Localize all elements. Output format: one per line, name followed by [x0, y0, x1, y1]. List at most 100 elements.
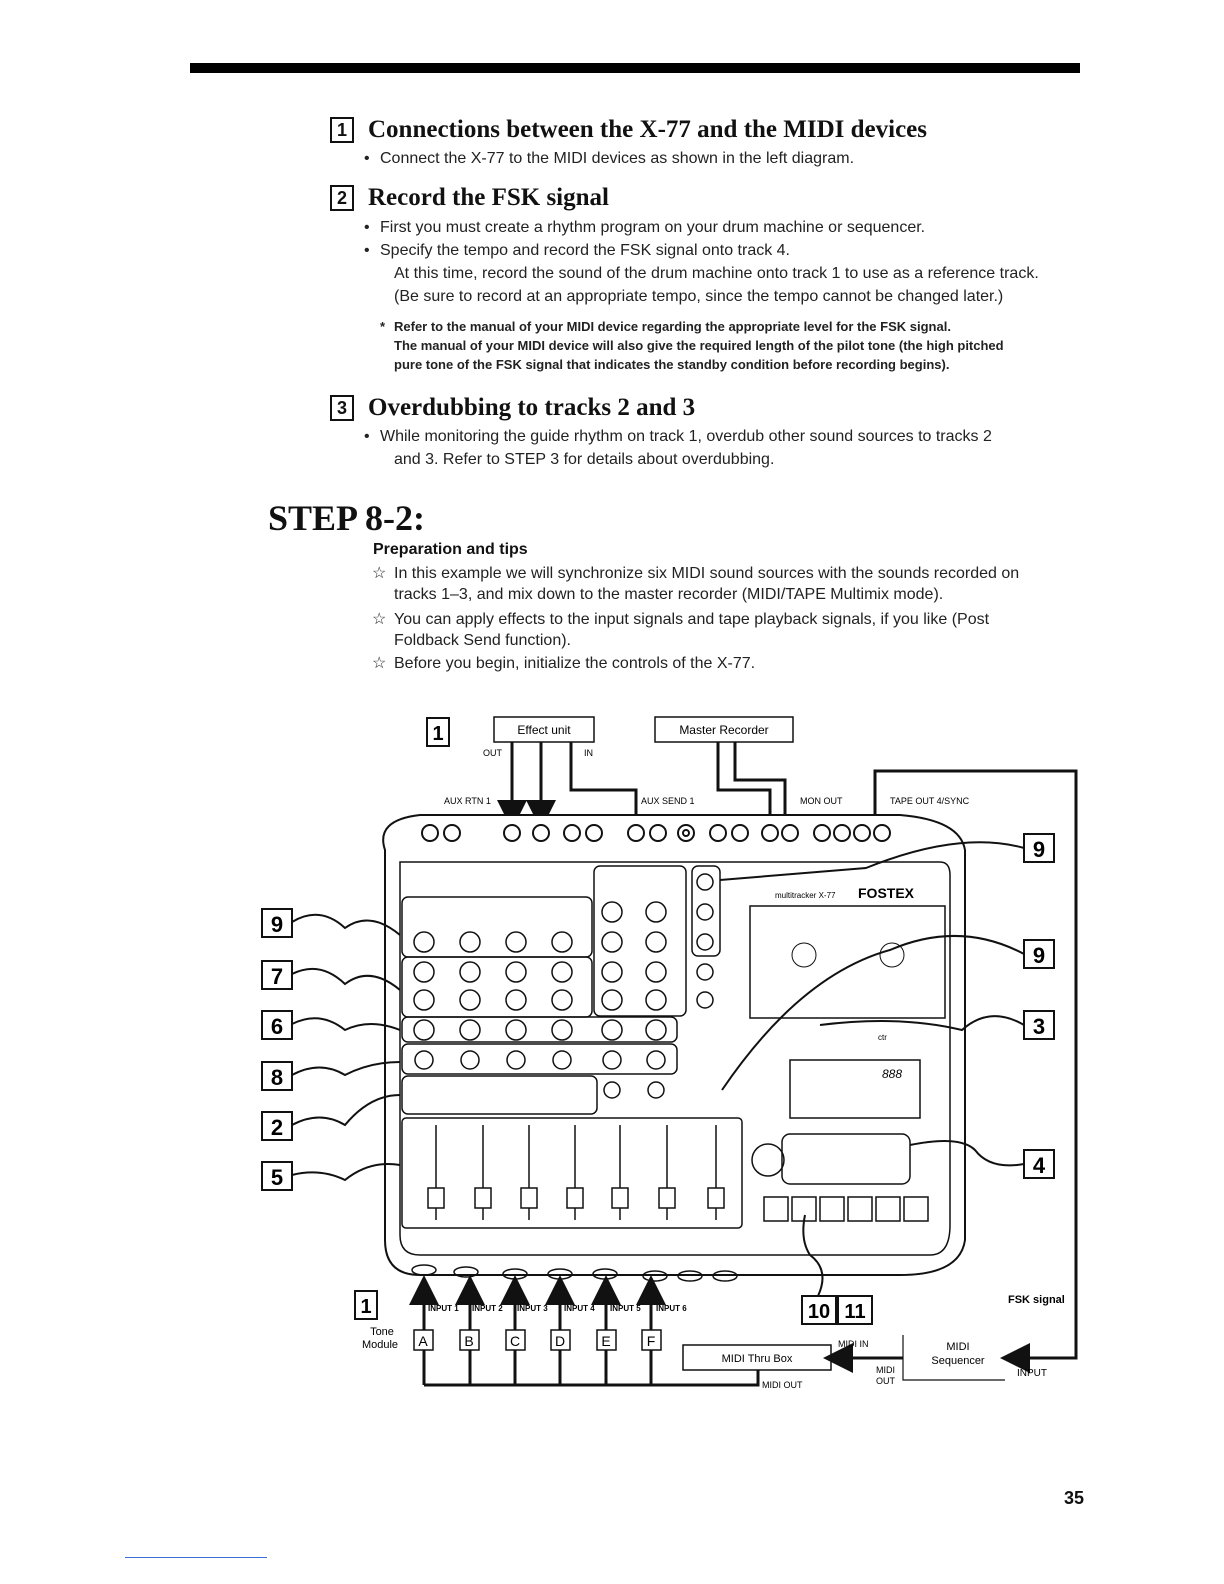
master-recorder-box [654, 716, 794, 743]
sequencer-outline [902, 1335, 1005, 1381]
input-label-2: INPUT 2 [472, 1304, 503, 1313]
section-number: 3 [330, 395, 354, 421]
input-label-4: INPUT 4 [564, 1304, 595, 1313]
callout-left-3: 6 [271, 1014, 283, 1039]
mon-out-label: MON OUT [800, 796, 843, 806]
transport-buttons[interactable] [763, 1196, 929, 1222]
section-2-line-4: (Be sure to record at an appropriate tem… [394, 288, 1004, 305]
note-line: pure tone of the FSK signal that indicat… [394, 357, 950, 372]
callout-number: 10 [808, 1301, 830, 1323]
top-rule [190, 63, 1080, 73]
section-title: Record the FSK signal [368, 184, 609, 211]
tip-1: ☆ In this example we will synchronize si… [372, 563, 1084, 605]
section-number: 1 [330, 117, 354, 143]
prep-title: Preparation and tips [373, 541, 528, 558]
callout-box [354, 1290, 378, 1320]
tape-out-label: TAPE OUT 4/SYNC [890, 796, 970, 806]
callout-number: 1 [432, 723, 443, 745]
brand-small: multitracker X-77 [775, 891, 836, 900]
aux-send-label: AUX SEND 1 [641, 796, 695, 806]
lcd-digits: 888 [882, 1067, 902, 1081]
knobs [413, 873, 714, 1099]
in-label: IN [584, 748, 593, 758]
midi-out-label: MIDI OUT [762, 1380, 803, 1390]
tip-2: ☆ You can apply effects to the input sig… [372, 609, 1084, 651]
module-c: C [510, 1333, 520, 1349]
tip-line: Before you begin, initialize the control… [394, 655, 756, 672]
phones-knob[interactable] [751, 1143, 785, 1177]
section-3-bullet: While monitoring the guide rhythm on tra… [364, 426, 992, 447]
page-number: 35 [1064, 1488, 1085, 1508]
star-icon: ☆ [372, 655, 387, 672]
note-line: Refer to the manual of your MIDI device … [394, 319, 951, 334]
section-3-heading: 3 Overdubbing to tracks 2 and 3 [330, 393, 695, 423]
step-title: STEP 8-2: [268, 498, 426, 538]
effect-unit-label: Effect unit [517, 723, 571, 737]
section-2-line-3: At this time, record the sound of the dr… [394, 265, 1039, 282]
tip-3: ☆ Before you begin, initialize the contr… [372, 653, 1084, 674]
section-2-bullet-2: Specify the tempo and record the FSK sig… [364, 240, 790, 261]
aux-rtn-label: AUX RTN 1 [444, 796, 491, 806]
input-label-5: INPUT 5 [610, 1304, 641, 1313]
faders[interactable] [427, 1125, 725, 1220]
callout-box [426, 717, 450, 747]
input-label: INPUT [1017, 1368, 1047, 1379]
midi-in-label: MIDI IN [838, 1339, 869, 1349]
effect-unit-box [493, 716, 595, 743]
callout-right-4: 4 [1033, 1153, 1046, 1178]
callout-right-1: 9 [1033, 837, 1045, 862]
tip-line: Foldback Send function). [394, 632, 571, 649]
tip-line: tracks 1–3, and mix down to the master r… [394, 586, 944, 603]
fsk-signal-label: FSK signal [1008, 1294, 1065, 1306]
callout-left-5: 2 [271, 1115, 283, 1140]
footer-link-line [125, 1557, 267, 1558]
section-3-line-2: and 3. Refer to STEP 3 for details about… [394, 451, 775, 468]
midi-thru-box [682, 1344, 832, 1371]
tip-line: You can apply effects to the input signa… [394, 611, 990, 628]
input-label-1: INPUT 1 [428, 1304, 459, 1313]
channel-strips [401, 865, 743, 1229]
callout-box [837, 1295, 873, 1325]
module-b: B [464, 1333, 473, 1349]
section-1-heading: 1 Connections between the X-77 and the MI… [330, 115, 927, 145]
section-2-note: * Refer to the manual of your MIDI devic… [380, 317, 1094, 374]
input-label-3: INPUT 3 [517, 1304, 548, 1313]
master-faders[interactable] [781, 1133, 911, 1185]
section-2-bullet-1: First you must create a rhythm program o… [364, 217, 925, 238]
star-icon: ☆ [372, 565, 387, 582]
callout-left-6: 5 [271, 1165, 283, 1190]
right-callouts [719, 833, 1055, 1179]
callout-right-3: 3 [1033, 1014, 1045, 1039]
brand-logo: FOSTEX [858, 885, 915, 901]
callout-number: 1 [360, 1296, 371, 1318]
input-label-6: INPUT 6 [656, 1304, 687, 1313]
midi-thru-label: MIDI Thru Box [722, 1353, 793, 1365]
rear-jacks [421, 824, 891, 842]
module-f: F [647, 1333, 656, 1349]
section-2-heading: 2 Record the FSK signal [330, 183, 609, 213]
module-e: E [601, 1333, 610, 1349]
tone-modules [413, 1329, 662, 1351]
callout-left-4: 8 [271, 1065, 283, 1090]
section-number: 2 [330, 185, 354, 211]
note-asterisk: * [380, 319, 386, 334]
section-title: Connections between the X-77 and the MID… [368, 116, 927, 143]
counter-label: ctr [878, 1033, 887, 1042]
lcd-display [789, 1059, 921, 1119]
callout-left-2: 7 [271, 964, 283, 989]
module-d: D [555, 1333, 565, 1349]
callout-left-1: 9 [271, 912, 283, 937]
note-line: The manual of your MIDI device will also… [394, 338, 1004, 353]
master-recorder-label: Master Recorder [679, 723, 768, 737]
left-callouts [261, 908, 401, 1191]
out-label: OUT [483, 748, 503, 758]
tip-line: In this example we will synchronize six … [394, 565, 1020, 582]
star-icon: ☆ [372, 611, 387, 628]
section-title: Overdubbing to tracks 2 and 3 [368, 394, 696, 421]
cassette-window [749, 905, 946, 1019]
callout-number: 11 [844, 1301, 865, 1323]
